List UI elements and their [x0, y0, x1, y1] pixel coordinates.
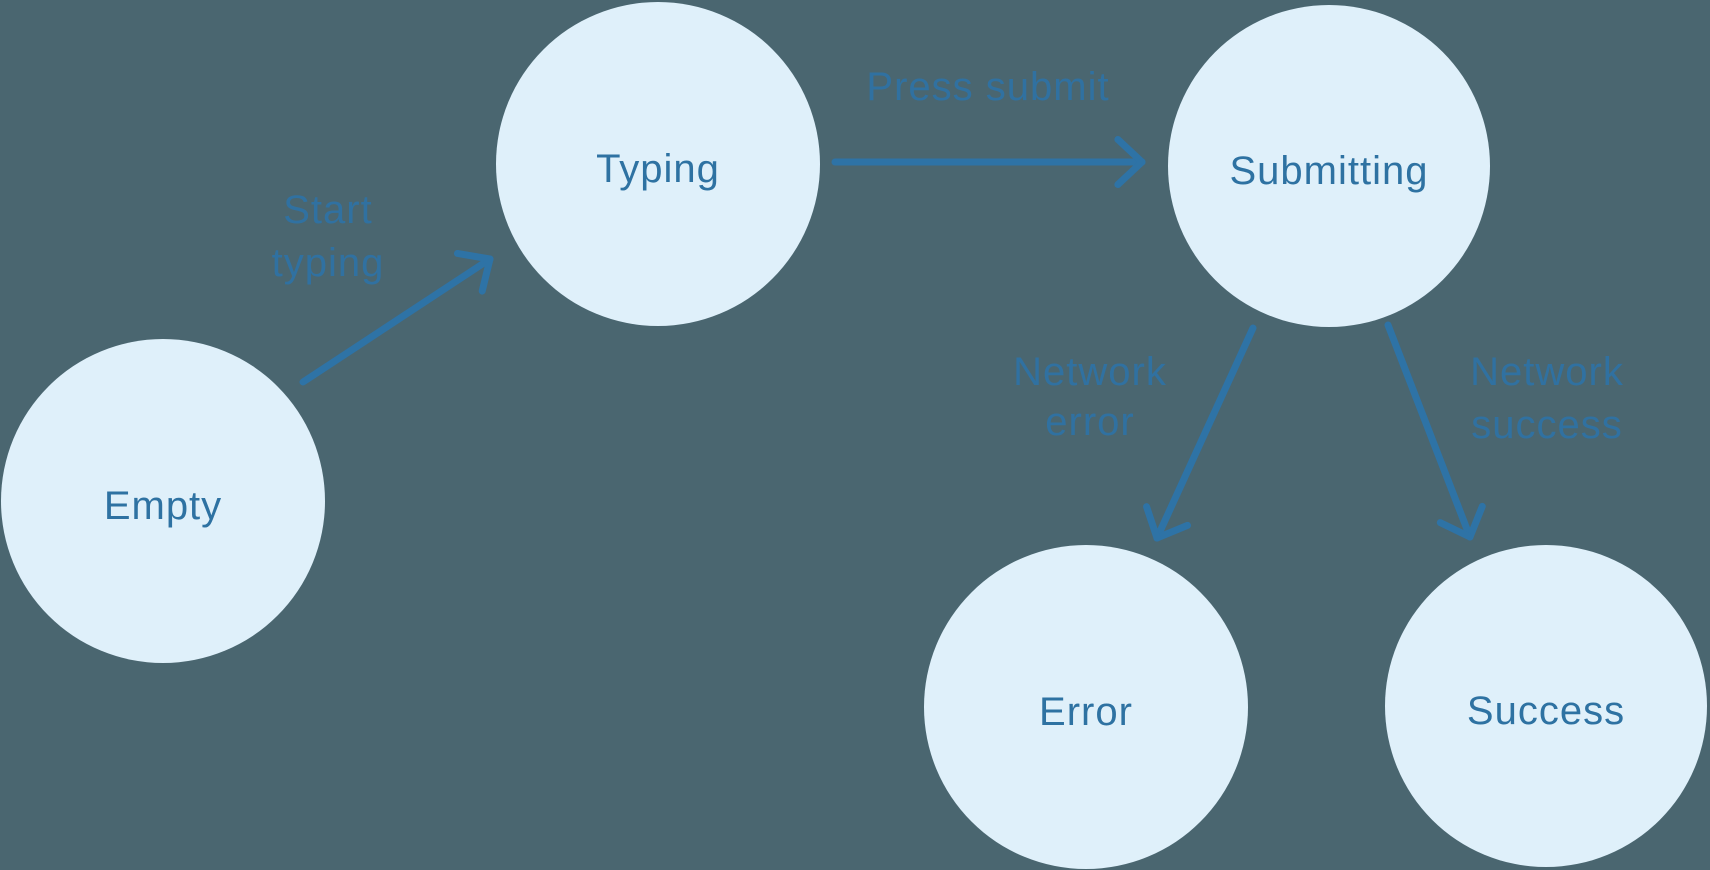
transition-typing-to-submitting: Press submit [831, 65, 1146, 189]
arrowhead-icon [1114, 135, 1146, 166]
state-label: Typing [596, 147, 720, 191]
state-node-typing: Typing [496, 2, 820, 326]
transition-label: typing [272, 241, 385, 285]
state-node-empty: Empty [1, 339, 325, 663]
arrowhead-icon [1114, 158, 1146, 189]
transition-arrow-shaft [299, 255, 494, 386]
state-label: Empty [104, 484, 222, 528]
transition-label: success [1471, 403, 1623, 447]
arrowhead-icon [1143, 503, 1161, 542]
transition-label: Network [1470, 350, 1624, 394]
arrowhead-icon [1436, 519, 1474, 541]
transition-submitting-to-error: Network error [1013, 324, 1257, 542]
arrowhead-icon [1466, 502, 1486, 541]
state-label: Error [1039, 690, 1133, 734]
state-circle [1, 339, 325, 663]
transition-empty-to-typing: Start typing [272, 188, 494, 386]
state-label: Submitting [1230, 149, 1429, 193]
state-node-error: Error [924, 545, 1248, 869]
transition-submitting-to-success: Network success [1384, 321, 1624, 541]
state-label: Success [1467, 689, 1625, 733]
arrowhead-icon [453, 249, 494, 263]
arrowhead-icon [1153, 521, 1192, 542]
transition-arrow-shaft [1384, 321, 1474, 541]
state-node-success: Success [1385, 545, 1707, 867]
transition-label: Press submit [866, 65, 1109, 109]
transition-label: Network [1013, 350, 1167, 394]
transition-label: error [1045, 400, 1134, 444]
transition-label: Start [283, 188, 372, 232]
state-circle [1385, 545, 1707, 867]
state-node-submitting: Submitting [1168, 5, 1490, 327]
state-circle [496, 2, 820, 326]
state-circle [1168, 5, 1490, 327]
transition-arrow-shaft [1153, 324, 1257, 542]
state-circle [924, 545, 1248, 869]
arrowhead-icon [478, 255, 494, 295]
